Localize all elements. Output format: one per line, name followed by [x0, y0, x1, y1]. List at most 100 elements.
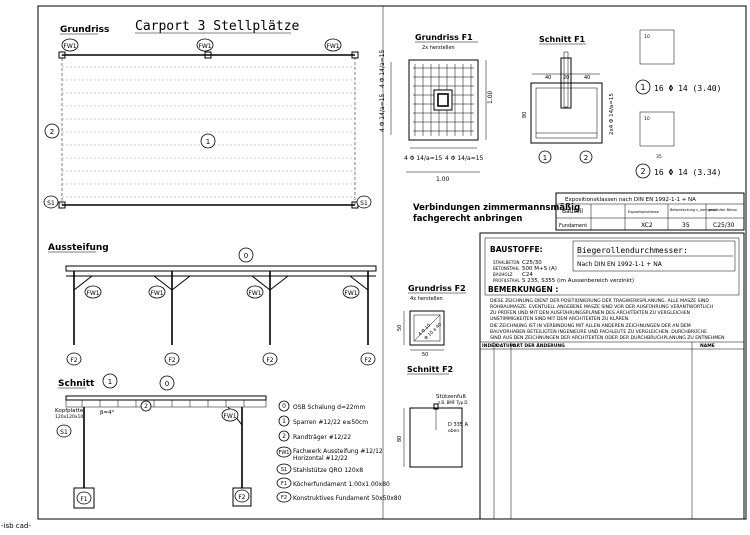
f1-bubble-2: 2	[584, 154, 588, 162]
schnitt-f2-view: Schnitt F2 Stützenfuß z.B. BMF Typ D D 3…	[397, 365, 469, 468]
aussteifung-f2-d: F2	[364, 357, 371, 364]
schnitt-fw1: FW1	[223, 413, 236, 420]
roof-angle: β=4°	[100, 410, 115, 416]
anchor-sub: oben	[448, 428, 459, 434]
f1-rebar-side: 2x4 Φ 14/a=15	[609, 93, 615, 135]
f1-rebar-bottom-right: 4 Φ 14/a=15	[445, 155, 484, 162]
exposure-h-beton: gewählter Beton	[708, 208, 737, 212]
aussteifung-fw1-b: FW1	[150, 290, 163, 297]
f1-dim-side: 1.00	[487, 90, 494, 104]
bemerkungen-heading: BEMERKUNGEN :	[488, 285, 558, 294]
legend-text-2: Randträger #12/22	[293, 434, 351, 441]
f1-dim-height: 80	[522, 112, 528, 118]
index-h-datum: DATUM	[496, 343, 515, 349]
grundriss-fw1-left: FW1	[63, 43, 76, 50]
exposure-h-bauteil: Bauteil	[562, 208, 583, 215]
f2-dim-height: 80	[397, 436, 403, 442]
stuetz-label: Stützenfuß	[436, 394, 466, 400]
schnitt-f2: F2	[238, 494, 245, 501]
exposure-title: Expositionsklassen nach DIN EN 1992-1-1 …	[565, 197, 696, 203]
bemerk-p1-1: ROHBAUMASZE. EVENTUELL ANGEBENE MASZE SI…	[490, 303, 713, 310]
schnitt-label-0: 0	[165, 380, 169, 388]
legend-text-5: Köcherfundament 1.00x1.00x80	[293, 481, 390, 488]
stuetz-sub: z.B. BMF Typ D	[438, 400, 468, 405]
bar-shapes: 10 1 16 Φ 14 (3.40) 10 35 2 16 Φ 14 (3.3…	[635, 29, 721, 179]
aussteifung-fw1-a: FW1	[86, 290, 99, 297]
index-h-name: NAME	[700, 343, 715, 349]
note-line-1: Verbindungen zimmermannsmäßig	[413, 203, 580, 213]
bemerk-p1-3: UNSTIMMIGKEITEN SIND MIT DEM ARCHITEKTEN…	[490, 315, 630, 322]
sheet-title: Carport 3 Stellplätze	[135, 19, 300, 34]
kopfplatte-label: Kopfplatte	[55, 408, 84, 414]
legend: 0 OSB Schalung d=22mm 1 Sparren #12/22 e…	[276, 400, 402, 503]
baustoffe-stahlbeton: STAHLBETON	[493, 260, 520, 265]
legend-key-3: FW1	[278, 450, 289, 456]
legend-key-6: F2	[281, 495, 287, 501]
grundriss-f2-heading: Grundriss F2	[408, 284, 466, 293]
baustoffe-bauholz: BAUHOLZ	[493, 272, 513, 277]
footer-label: -isb cad-	[1, 522, 31, 530]
schnitt-label-1: 1	[108, 378, 112, 386]
index-h-index: INDEX	[482, 343, 498, 349]
index-h-art: ART DER ÄNDERUNG	[513, 342, 565, 349]
schnitt-label-2: 2	[144, 403, 148, 410]
bemerk-p1-2: ZU PRÜFEN UND MIT DEN AUSFÜHRUNGSPLÄNEN …	[490, 309, 690, 316]
schnitt-f2-heading: Schnitt F2	[407, 365, 453, 374]
baustoffe-profilstahl-val: S 235, S355 (im Aussenbereich verzinkt)	[522, 278, 634, 284]
exposure-h-deckung: Betondeckung c_nom mm	[670, 208, 716, 212]
grundriss-f1-sub: 2x herstellen	[422, 45, 455, 51]
grundriss-view: Grundriss FW1 FW1 FW1	[43, 25, 372, 209]
exposure-cell-bauteil: Fundament	[559, 223, 587, 229]
aussteifung-label-0: 0	[244, 252, 248, 260]
legend-text-3: Fachwerk Aussteifung #12/12	[293, 448, 383, 455]
grundriss-s1-left: S1	[47, 200, 55, 207]
f1-dim-a: 40	[545, 75, 551, 81]
sheet-frame	[37, 5, 747, 520]
aussteifung-heading: Aussteifung	[48, 243, 109, 253]
f1-dim-bottom: 1.00	[436, 176, 450, 183]
grundriss-heading: Grundriss	[60, 25, 109, 35]
f1-dim-b: 20	[563, 75, 569, 81]
bar-text-2: 16 Φ 14 (3.34)	[654, 168, 721, 177]
aussteifung-fw1-c: FW1	[248, 290, 261, 297]
exposure-cell-klasse: XC2	[641, 222, 653, 229]
bar-key-2: 2	[640, 167, 645, 176]
bemerk-p2-1: BAUVORHABEN BETEILIGTEN INGENIEURE UND F…	[490, 328, 707, 335]
f1-rebar-bottom-left: 4 Φ 14/a=15	[404, 155, 443, 162]
bemerk-p2-2: SIND AUS DEN ZEICHNUNGEN DER ARCHITEKTEN…	[490, 335, 725, 341]
schnitt-f1: F1	[80, 496, 87, 503]
baustoffe-bauholz-val: C24	[522, 272, 533, 278]
exposure-h-klasse: Expositionsklasse	[628, 210, 659, 214]
legend-text-6: Konstruktives Fundament 50x50x80	[293, 495, 402, 502]
bieg-title: Biegerollendurchmesser:	[577, 246, 688, 255]
grundriss-axis-2: 2	[50, 128, 54, 136]
bar-dim-1: 10	[644, 34, 650, 40]
legend-text-4: Stahlstütze QRO 120x8	[293, 467, 363, 474]
schnitt-f1-heading: Schnitt F1	[539, 35, 586, 44]
grundriss-f2-sub: 4x herstellen	[410, 296, 443, 302]
anchor-label: D 335 A	[448, 422, 469, 428]
legend-text-3b: Horizontal #12/22	[293, 455, 348, 462]
f1-rebar-right-bottom: 4 Φ 14/a=15	[379, 93, 386, 132]
aussteifung-f2-a: F2	[70, 357, 77, 364]
bemerk-p2-0: DIE ZEICHNUNG IST IN VERBINDUNG MIT ALLE…	[490, 323, 691, 329]
exposure-cell-beton: C25/30	[713, 222, 735, 229]
bar-key-1: 1	[640, 83, 645, 92]
legend-key-0: 0	[282, 403, 286, 410]
note-line-2: fachgerecht anbringen	[413, 214, 522, 224]
baustoffe-betonstahl: BETONSTAHL	[493, 266, 520, 271]
schnitt-view: Schnitt 1 0 Kopfplatte 120x120x10 β=4° 2…	[55, 373, 267, 509]
aussteifung-view: Aussteifung 0 FW1 FW1 FW1 FW1 F2 F2 F2	[48, 243, 377, 366]
bieg-val: Nach DIN EN 1992-1-1 + NA	[577, 261, 663, 268]
bar-dim-2: 10	[644, 116, 650, 122]
bemerk-p1-0: DIESE ZEICHNUNG DIENT DER POSITIONIERUNG…	[490, 298, 709, 304]
aussteifung-fw1-d: FW1	[344, 290, 357, 297]
bar-text-1: 16 Φ 14 (3.40)	[654, 84, 721, 93]
baustoffe-profilstahl: PROFILSTAHL	[493, 278, 520, 283]
baustoffe-betonstahl-val: 500 M+S (A)	[522, 266, 557, 272]
legend-key-4: S1	[281, 467, 287, 473]
grundriss-fw1-mid: FW1	[198, 43, 211, 50]
schnitt-f1-view: Schnitt F1 40 20 40 80 2x4 Φ 14/a=15 1 2	[522, 35, 615, 164]
baustoffe-heading: BAUSTOFFE:	[490, 245, 543, 254]
